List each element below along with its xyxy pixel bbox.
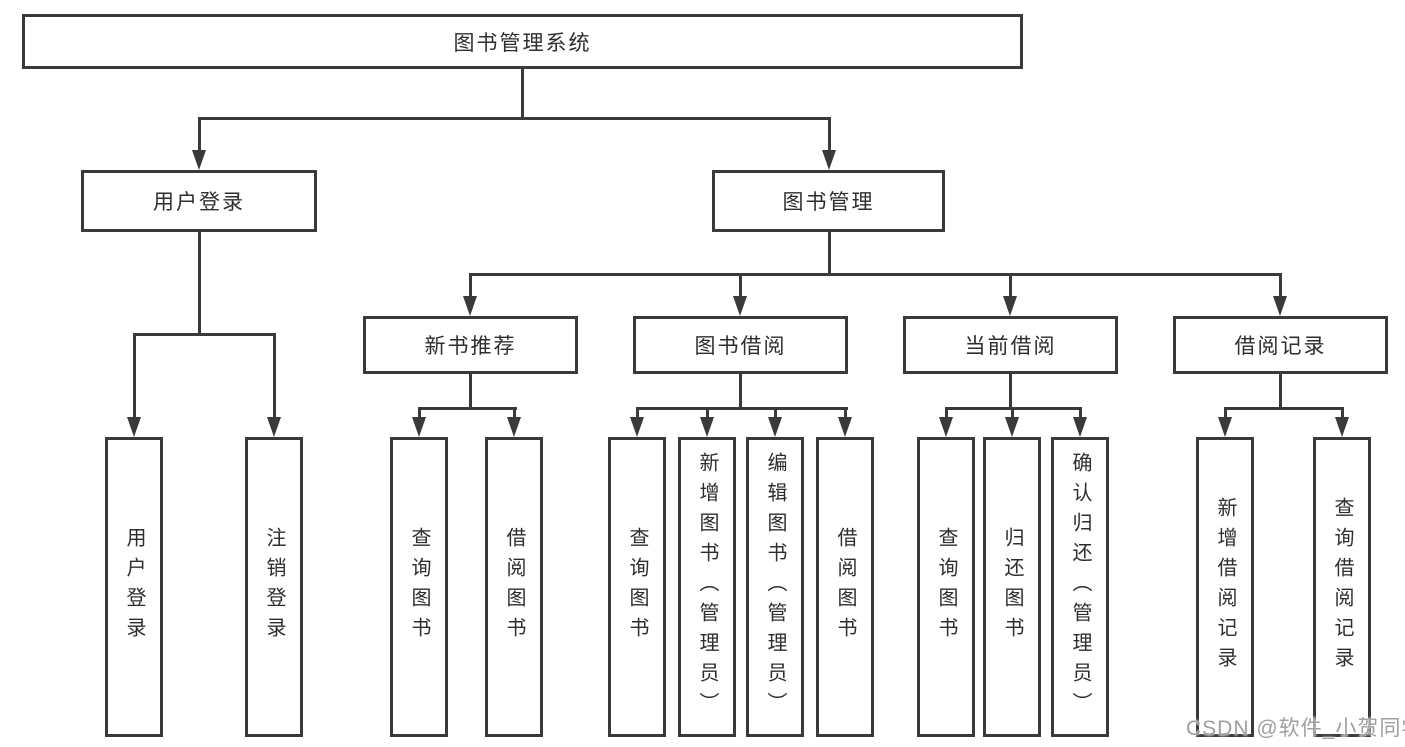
node-label: 用户登录 (153, 191, 245, 214)
connector-line (198, 117, 831, 120)
node-borrowing-records: 借阅记录 (1173, 316, 1388, 374)
node-new-book-recommend: 新书推荐 (363, 316, 578, 374)
connector-line (828, 232, 831, 275)
arrowhead-icon (1273, 296, 1287, 316)
leaf-borrow-books-recommend: 借阅图书 (485, 437, 543, 737)
node-label: 借阅图书 (834, 527, 856, 647)
leaf-query-borrow-record: 查询借阅记录 (1313, 437, 1371, 737)
connector-line (521, 69, 524, 119)
connector-line (706, 407, 709, 418)
arrowhead-icon (838, 417, 852, 437)
node-label: 查询图书 (408, 527, 430, 647)
connector-line (1279, 374, 1282, 410)
arrowhead-icon (768, 417, 782, 437)
node-library-system: 图书管理系统 (22, 14, 1023, 69)
node-label: 查询图书 (935, 527, 957, 647)
leaf-borrow-books-borrowing: 借阅图书 (816, 437, 874, 737)
csdn-watermark: CSDN @软件_小贺同学 (1186, 717, 1405, 740)
node-label: 归还图书 (1001, 527, 1023, 647)
node-label: 图书管理系统 (453, 31, 592, 55)
leaf-edit-book-admin: 编辑图书（管理员） (746, 437, 804, 737)
connector-line (418, 407, 421, 418)
connector-line (739, 273, 742, 298)
leaf-confirm-return-admin: 确认归还（管理员） (1051, 437, 1109, 737)
connector-line (1079, 407, 1082, 418)
arrowhead-icon (127, 417, 141, 437)
arrowhead-icon (463, 296, 477, 316)
arrowhead-icon (1005, 417, 1019, 437)
connector-line (418, 407, 517, 410)
arrowhead-icon (630, 417, 644, 437)
connector-line (1279, 273, 1282, 298)
leaf-add-book-admin: 新增图书（管理员） (678, 437, 736, 737)
connector-line (1009, 374, 1012, 410)
connector-line (1224, 407, 1344, 410)
arrowhead-icon (939, 417, 953, 437)
node-label: 新增借阅记录 (1214, 497, 1236, 677)
connector-line (828, 117, 831, 152)
connector-line (1009, 273, 1012, 298)
node-label: 新增图书（管理员） (696, 452, 718, 722)
arrowhead-icon (1003, 296, 1017, 316)
connector-line (636, 407, 639, 418)
arrowhead-icon (412, 417, 426, 437)
arrowhead-icon (1335, 417, 1349, 437)
leaf-query-books-recommend: 查询图书 (390, 437, 448, 737)
node-label: 新书推荐 (424, 335, 517, 358)
node-label: 查询借阅记录 (1331, 497, 1353, 677)
leaf-logout: 注销登录 (245, 437, 303, 737)
arrowhead-icon (1073, 417, 1087, 437)
node-label: 确认归还（管理员） (1069, 452, 1091, 722)
node-label: 用户登录 (123, 527, 145, 647)
arrowhead-icon (733, 296, 747, 316)
node-label: 查询图书 (626, 527, 648, 647)
connector-line (273, 333, 276, 419)
node-book-borrowing: 图书借阅 (633, 316, 848, 374)
connector-line (945, 407, 948, 418)
node-current-borrowing: 当前借阅 (903, 316, 1118, 374)
arrowhead-icon (822, 150, 836, 170)
leaf-add-borrow-record: 新增借阅记录 (1196, 437, 1254, 737)
connector-line (739, 374, 742, 410)
leaf-query-books-current: 查询图书 (917, 437, 975, 737)
connector-line (469, 374, 472, 410)
node-book-management: 图书管理 (712, 170, 945, 232)
arrowhead-icon (507, 417, 521, 437)
connector-line (133, 333, 276, 336)
connector-line (636, 407, 848, 410)
connector-line (469, 273, 472, 298)
connector-line (1011, 407, 1014, 418)
connector-line (469, 273, 1282, 276)
node-label: 编辑图书（管理员） (764, 452, 786, 722)
arrowhead-icon (1218, 417, 1232, 437)
arrowhead-icon (700, 417, 714, 437)
leaf-user-login: 用户登录 (105, 437, 163, 737)
connector-line (513, 407, 516, 418)
connector-line (844, 407, 847, 418)
leaf-query-books-borrowing: 查询图书 (608, 437, 666, 737)
leaf-return-book: 归还图书 (983, 437, 1041, 737)
connector-line (133, 333, 136, 419)
node-label: 注销登录 (263, 527, 285, 647)
connector-line (198, 117, 201, 152)
arrowhead-icon (267, 417, 281, 437)
node-label: 当前借阅 (964, 335, 1057, 358)
connector-line (1224, 407, 1227, 418)
arrowhead-icon (192, 150, 206, 170)
connector-line (1341, 407, 1344, 418)
connector-line (198, 232, 201, 335)
node-label: 图书管理 (782, 191, 875, 214)
connector-line (774, 407, 777, 418)
node-label: 图书借阅 (694, 335, 787, 358)
node-user-login: 用户登录 (81, 170, 317, 232)
node-label: 借阅图书 (503, 527, 525, 647)
node-label: 借阅记录 (1234, 335, 1327, 358)
